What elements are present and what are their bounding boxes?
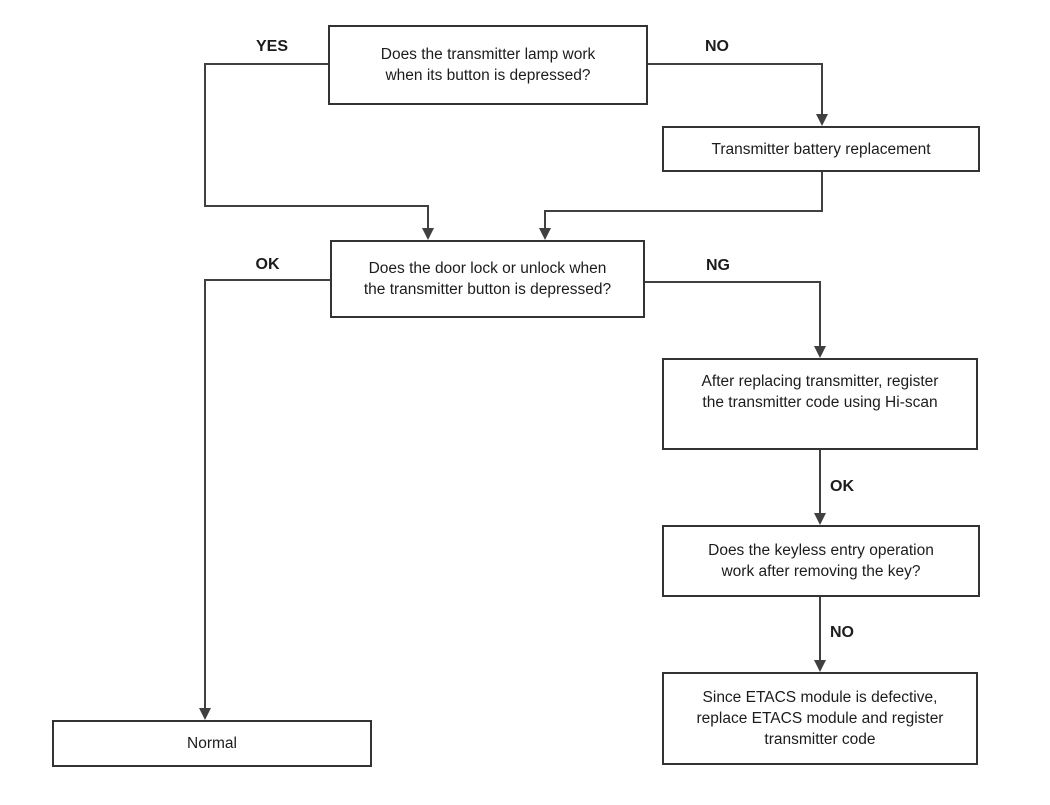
edge-converge-left-vertical <box>427 205 429 230</box>
arrowhead-icon <box>814 660 826 672</box>
edge-register-to-keyless-vertical <box>819 450 821 513</box>
arrowhead-icon <box>422 228 434 240</box>
arrowhead-icon <box>814 346 826 358</box>
node-lamp-question: Does the transmitter lamp work when its … <box>328 25 648 105</box>
arrowhead-icon <box>814 513 826 525</box>
edge-yes-horizontal <box>204 63 328 65</box>
edge-label-ok-left: OK <box>255 256 280 273</box>
node-register-transmitter: After replacing transmitter, register th… <box>662 358 978 450</box>
arrowhead-icon <box>539 228 551 240</box>
edge-converge-right-vertical <box>544 210 546 230</box>
node-door-question: Does the door lock or unlock when the tr… <box>330 240 645 318</box>
edge-ng-vertical <box>819 281 821 346</box>
edge-label-yes: YES <box>255 38 288 55</box>
edge-keyless-to-etacs-vertical <box>819 597 821 660</box>
edge-label-no-right: NO <box>830 624 854 641</box>
edge-ok-left-vertical <box>204 279 206 708</box>
edge-ng-horizontal <box>645 281 821 283</box>
edge-converge-right-horizontal <box>545 210 823 212</box>
edge-yes-vertical <box>204 63 206 207</box>
edge-converge-left-horizontal <box>204 205 429 207</box>
node-normal: Normal <box>52 720 372 767</box>
arrowhead-icon <box>816 114 828 126</box>
edge-no-vertical <box>821 63 823 116</box>
edge-no-horizontal <box>648 63 823 65</box>
edge-label-no-top: NO <box>705 38 729 55</box>
edge-battery-down-vertical <box>821 172 823 212</box>
node-battery-replacement: Transmitter battery replacement <box>662 126 980 172</box>
edge-ok-left-horizontal <box>204 279 330 281</box>
edge-label-ok-right: OK <box>830 478 854 495</box>
edge-label-ng: NG <box>706 257 730 274</box>
arrowhead-icon <box>199 708 211 720</box>
node-etacs-defective: Since ETACS module is defective, replace… <box>662 672 978 765</box>
node-keyless-question: Does the keyless entry operation work af… <box>662 525 980 597</box>
